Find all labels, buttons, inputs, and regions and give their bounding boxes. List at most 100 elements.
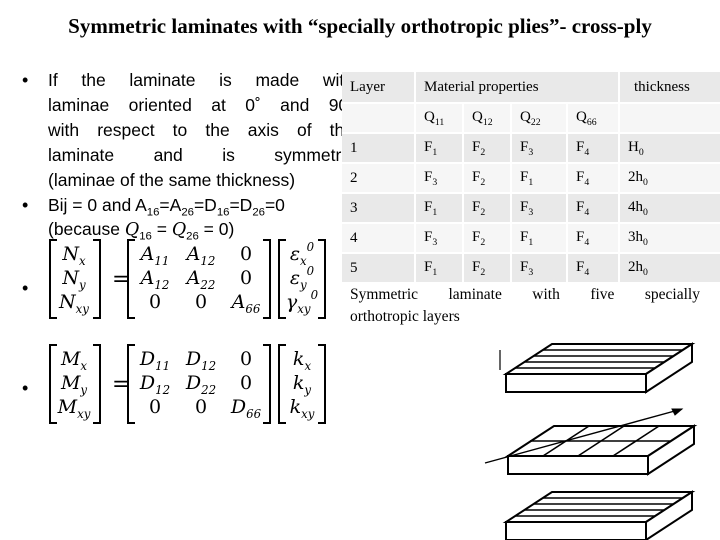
q-cell: F4 bbox=[566, 192, 619, 223]
header-q11: Q11 bbox=[414, 102, 463, 133]
q-cell: F2 bbox=[462, 192, 511, 223]
q-cell: F3 bbox=[510, 252, 567, 282]
eq1-matrix-cell: A12 bbox=[139, 267, 170, 292]
layer-cell: 3 bbox=[342, 192, 415, 223]
bullet-1: • bbox=[22, 70, 29, 90]
eq2-rhs-bracket-left bbox=[278, 344, 286, 424]
q-cell: F4 bbox=[566, 132, 619, 163]
eq1-lhs-0: Nx bbox=[61, 243, 86, 268]
q-cell: F2 bbox=[462, 252, 511, 282]
q-cell: F4 bbox=[566, 162, 619, 193]
thickness-cell: 2h0 bbox=[618, 162, 720, 193]
q-cell: F2 bbox=[462, 222, 511, 253]
q-cell: F1 bbox=[510, 162, 567, 193]
ply-top-side-face bbox=[645, 342, 693, 394]
eq1-rhs-2: γxy0 bbox=[286, 288, 319, 316]
eq2-lhs-bracket-right bbox=[93, 344, 101, 424]
q-cell: F3 bbox=[510, 132, 567, 163]
q-cell: F3 bbox=[414, 162, 463, 193]
header-q66: Q66 bbox=[566, 102, 619, 133]
thickness-cell: H0 bbox=[618, 132, 720, 163]
eq2-matrix-cell: 0 bbox=[195, 396, 207, 418]
bullet-1-line-2: laminae oriented at 0˚ and 90˚ bbox=[48, 95, 354, 115]
ply-bottom-side-face bbox=[645, 490, 693, 540]
eq2-matrix-cell: D12 bbox=[185, 348, 216, 373]
eq1-matrix-cell: A12 bbox=[185, 243, 216, 268]
bullet-1-line-5: (laminae of the same thickness) bbox=[48, 170, 296, 190]
eq1-rhs-0: εx0 bbox=[290, 240, 315, 268]
eq2-matrix-cell: D22 bbox=[185, 372, 216, 397]
eq2-lhs-2: Mxy bbox=[57, 396, 91, 421]
eq2-matrix-cell: 0 bbox=[149, 396, 161, 418]
q-cell: F1 bbox=[414, 132, 463, 163]
slide-title: Symmetric laminates with “specially orth… bbox=[68, 14, 652, 38]
eq1-matrix-cell: 0 bbox=[195, 291, 207, 313]
layer-cell: 1 bbox=[342, 132, 415, 163]
bullet-4: • bbox=[22, 378, 29, 398]
eq2-lhs-0: Mx bbox=[60, 348, 87, 373]
eq1-matrix-cell: 0 bbox=[240, 243, 252, 265]
caption-line-1: Symmetric laminate with five specially bbox=[350, 286, 700, 303]
q-cell: F1 bbox=[414, 192, 463, 223]
table-row: 3 F1 F2 F3 F4 4h0 bbox=[342, 192, 720, 223]
eq1-matrix-cell: 0 bbox=[149, 291, 161, 313]
eq2-matrix-cell: 0 bbox=[240, 372, 252, 394]
thickness-cell: 2h0 bbox=[618, 252, 720, 282]
q-cell: F1 bbox=[510, 222, 567, 253]
header-blank bbox=[342, 102, 415, 133]
eq1-rhs-1: εy0 bbox=[290, 264, 315, 292]
layer-cell: 2 bbox=[342, 162, 415, 193]
q-cell: F4 bbox=[566, 222, 619, 253]
thickness-cell: 3h0 bbox=[618, 222, 720, 253]
eq2-matrix-bracket-left bbox=[127, 344, 135, 424]
eq1-matrix-bracket-left bbox=[127, 239, 135, 319]
q-cell: F1 bbox=[414, 252, 463, 282]
q-cell: F3 bbox=[414, 222, 463, 253]
eq1-matrix-cell: A66 bbox=[230, 291, 261, 316]
material-properties-table: Layer Material properties thickness Q11 … bbox=[342, 72, 720, 282]
eq2-matrix-cell: D12 bbox=[139, 372, 170, 397]
eq1-equals: = bbox=[112, 267, 130, 292]
eq1-matrix-bracket-right bbox=[263, 239, 271, 319]
eq2-matrix-cell: D11 bbox=[139, 348, 170, 373]
eq1-lhs-1: Ny bbox=[61, 267, 86, 292]
table-row: 1 F1 F2 F3 F4 H0 bbox=[342, 132, 720, 163]
eq2-matrix-cell: D66 bbox=[230, 396, 262, 421]
table-row: 5 F1 F2 F3 F4 2h0 bbox=[342, 252, 720, 282]
eq1-lhs-2: Nxy bbox=[58, 291, 89, 316]
ply-bottom-front-face bbox=[505, 521, 647, 540]
ply-middle-front-face bbox=[507, 455, 649, 475]
eq1-lhs-bracket-right bbox=[93, 239, 101, 319]
layer-cell: 5 bbox=[342, 252, 415, 282]
axis-arrowhead bbox=[671, 408, 684, 416]
eq1-lhs-bracket-left bbox=[49, 239, 57, 319]
header-blank-2 bbox=[618, 102, 720, 133]
header-layer: Layer bbox=[342, 72, 415, 103]
layer-cell: 4 bbox=[342, 222, 415, 253]
eq1-matrix-cell: A22 bbox=[185, 267, 216, 292]
bullet-2-line-2: (because Q16 = Q26 = 0) bbox=[48, 219, 235, 243]
axis-line-x bbox=[484, 408, 683, 464]
eq2-rhs-bracket-right bbox=[318, 344, 326, 424]
eq1-rhs-bracket-right bbox=[318, 239, 326, 319]
table-row: 2 F3 F2 F1 F4 2h0 bbox=[342, 162, 720, 193]
q-cell: F3 bbox=[510, 192, 567, 223]
q-cell: F2 bbox=[462, 132, 511, 163]
eq2-lhs-bracket-left bbox=[49, 344, 57, 424]
bullet-1-line-1: If the laminate is made with bbox=[48, 70, 354, 90]
ply-top-front-face bbox=[505, 373, 647, 393]
ply-middle-side-face bbox=[647, 424, 695, 476]
eq2-rhs-0: kx bbox=[293, 348, 312, 373]
table-row: 4 F3 F2 F1 F4 3h0 bbox=[342, 222, 720, 253]
figure-caption: Symmetric laminate with five specially o… bbox=[350, 284, 700, 328]
bullet-1-line-3: with respect to the axis of the bbox=[48, 120, 354, 140]
caption-line-2: orthotropic layers bbox=[350, 308, 460, 325]
bullet-2-line-1: Bij = 0 and A16=A26=D16=D26=0 bbox=[48, 195, 285, 219]
thickness-cell: 4h0 bbox=[618, 192, 720, 223]
q-cell: F2 bbox=[462, 162, 511, 193]
bullet-3: • bbox=[22, 278, 29, 298]
eq2-equals: = bbox=[112, 372, 130, 397]
eq2-rhs-2: kxy bbox=[290, 396, 315, 421]
header-q12: Q12 bbox=[462, 102, 511, 133]
